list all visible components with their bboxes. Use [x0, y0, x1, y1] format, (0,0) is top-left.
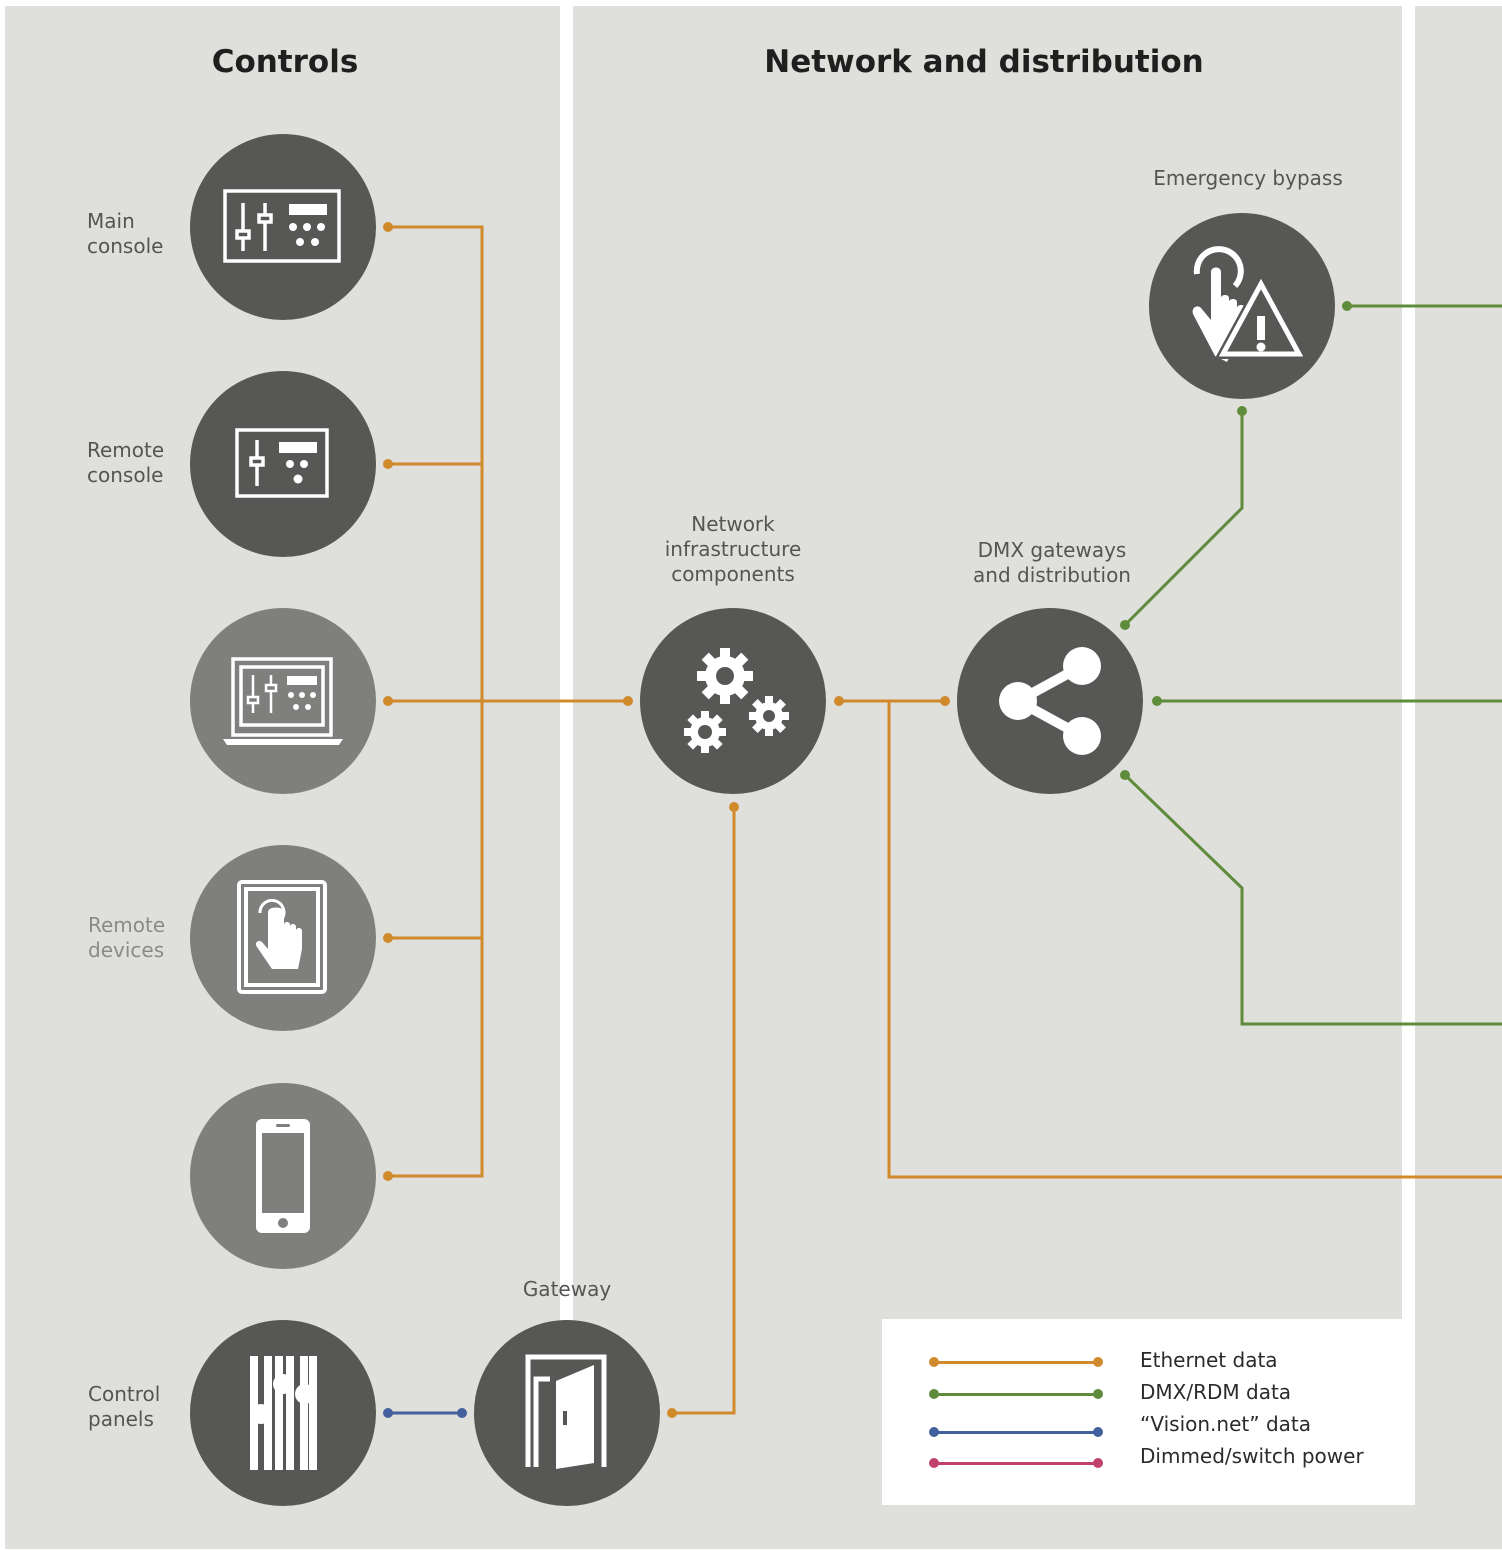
- legend-label: “Vision.net” data: [1140, 1412, 1311, 1436]
- remote-devices-label: Remote devices: [88, 913, 166, 962]
- smartphone-icon: [256, 1119, 310, 1233]
- legend: Ethernet data DMX/RDM data “Vision.net” …: [882, 1320, 1403, 1505]
- door-icon: [525, 1354, 607, 1469]
- legend-label: Dimmed/switch power: [1140, 1444, 1364, 1468]
- ethernet-lines: [388, 225, 1502, 1415]
- bottom-strip: [560, 1505, 1502, 1549]
- dmx-dots: [1120, 301, 1352, 780]
- gateway-label: Gateway: [522, 1277, 612, 1301]
- dmx-line-emergency-in: [1123, 411, 1244, 627]
- legend-item-power: Dimmed/switch power: [882, 1444, 1403, 1478]
- remote-console-node: [190, 371, 376, 557]
- emergency-bypass-node: [1149, 213, 1335, 399]
- ethernet-line-to-right: [887, 701, 1502, 1179]
- network-heading: Network and distribution: [764, 44, 1204, 80]
- dmx-gateways-label: DMX gateways and distribution: [973, 538, 1131, 587]
- share-icon: [999, 647, 1101, 755]
- network-infrastructure-label: Network infrastructure components: [664, 512, 802, 586]
- console-icon: [223, 189, 341, 263]
- legend-item-ethernet: Ethernet data: [882, 1347, 1403, 1377]
- legend-line-power: [929, 1458, 1103, 1468]
- laptop-node: [190, 608, 376, 794]
- remote-devices-node: [190, 845, 376, 1031]
- small-console-icon: [235, 428, 329, 498]
- fader-panel-icon: [250, 1356, 317, 1470]
- gears-icon: [684, 648, 789, 753]
- legend-line-visionnet: [929, 1427, 1103, 1437]
- dmx-lines: [1123, 304, 1502, 1026]
- control-panels-label: Control panels: [88, 1382, 161, 1431]
- legend-item-visionnet: “Vision.net” data: [882, 1412, 1403, 1447]
- main-console-label: Main console: [87, 209, 164, 258]
- emergency-touch-warning-icon: [1192, 246, 1303, 362]
- network-infrastructure-node: [640, 608, 826, 794]
- right-panel: [1415, 6, 1502, 1549]
- dmx-line-lower-out: [1123, 773, 1502, 1026]
- ethernet-line-gateway: [672, 807, 736, 1415]
- laptop-console-icon: [223, 657, 343, 745]
- control-panels-node: [190, 1320, 376, 1506]
- legend-label: DMX/RDM data: [1140, 1380, 1292, 1404]
- main-console-node: [190, 134, 376, 320]
- ethernet-dots: [383, 222, 950, 1418]
- controls-heading: Controls: [211, 44, 359, 80]
- gateway-node: [474, 1320, 660, 1506]
- emergency-bypass-label: Emergency bypass: [1153, 166, 1343, 190]
- visionnet-line: [383, 1408, 467, 1418]
- dmx-gateways-node: [957, 608, 1143, 794]
- legend-label: Ethernet data: [1140, 1348, 1278, 1372]
- legend-line-ethernet: [929, 1357, 1103, 1367]
- smartphone-node: [190, 1083, 376, 1269]
- remote-console-label: Remote console: [87, 438, 165, 487]
- tablet-touch-icon: [237, 880, 327, 994]
- legend-line-dmx: [929, 1389, 1103, 1399]
- legend-item-dmx: DMX/RDM data: [882, 1379, 1403, 1409]
